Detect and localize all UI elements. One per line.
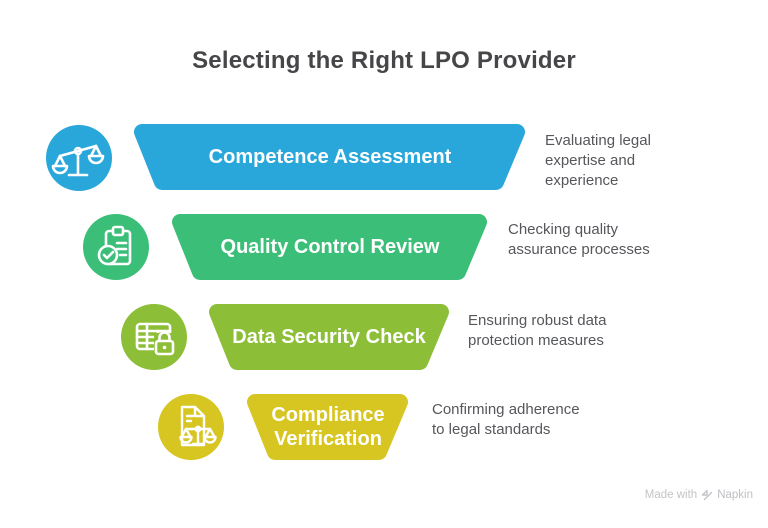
page-title: Selecting the Right LPO Provider bbox=[192, 47, 576, 74]
watermark-prefix: Made with bbox=[644, 489, 698, 501]
made-with-napkin-watermark: Made with Napkin bbox=[645, 489, 753, 501]
funnel-stage-2-shape bbox=[172, 214, 487, 280]
funnel-stage-4-shape bbox=[247, 394, 408, 460]
stage-3-description: Ensuring robust data protection measures bbox=[468, 312, 607, 349]
funnel-stage-3-shape bbox=[209, 304, 449, 370]
funnel-stage-1-shape bbox=[134, 124, 525, 190]
data-table-lock-icon bbox=[121, 304, 187, 370]
document-scales-icon bbox=[158, 394, 224, 460]
stage-1-description: Evaluating legal expertise and experienc… bbox=[545, 132, 651, 189]
balance-scale-icon bbox=[46, 125, 112, 191]
clipboard-check-icon bbox=[83, 214, 149, 280]
watermark-brand: Napkin bbox=[717, 489, 753, 501]
napkin-logo-icon bbox=[701, 489, 713, 501]
stage-2-description: Checking quality assurance processes bbox=[508, 221, 650, 258]
stage-4-description: Confirming adherence to legal standards bbox=[432, 401, 580, 438]
